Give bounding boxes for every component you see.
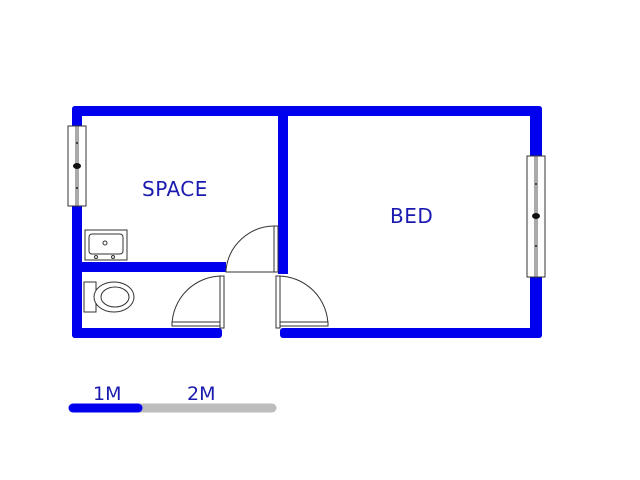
room-label-space: SPACE xyxy=(142,177,208,201)
wall-bottom-right xyxy=(280,328,542,338)
room-label-bed: BED xyxy=(390,204,434,228)
door-swing-icon xyxy=(275,275,329,329)
door-swing-icon xyxy=(225,225,279,273)
scale-label-2m: 2M xyxy=(187,383,216,405)
window-icon xyxy=(526,155,546,278)
sink-icon xyxy=(84,229,128,261)
scale-label-1m: 1M xyxy=(93,383,122,405)
wall-bathroom xyxy=(72,262,226,272)
door-swing-icon xyxy=(171,275,225,329)
window-icon xyxy=(67,125,87,207)
wall-bottom-left xyxy=(72,328,222,338)
toilet-icon xyxy=(83,281,135,313)
wall-partition xyxy=(278,106,288,274)
wall-top xyxy=(72,106,542,116)
